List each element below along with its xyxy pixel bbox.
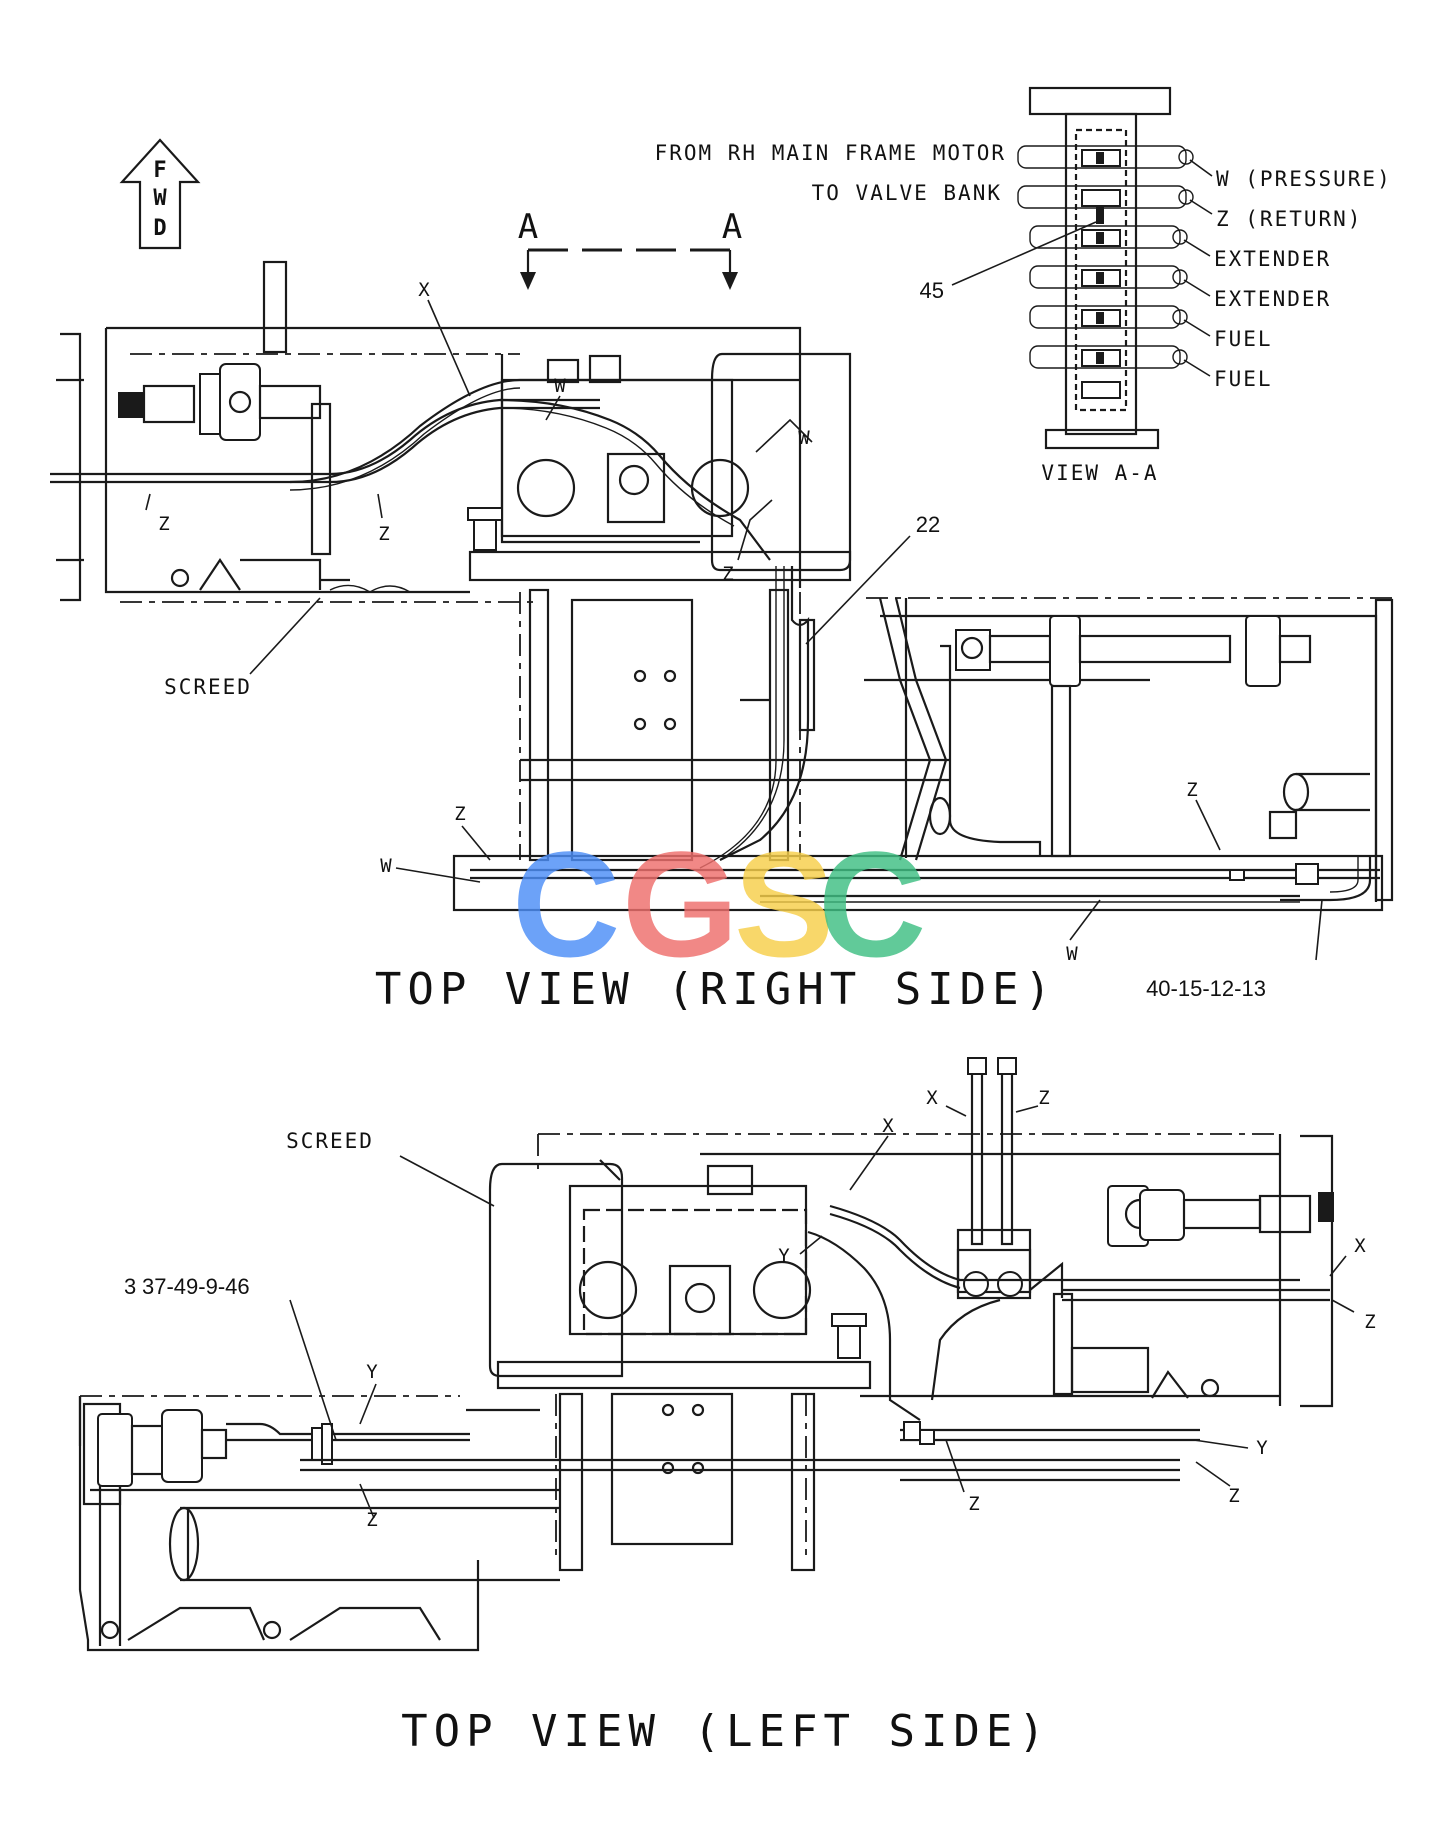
label-x-right: X [418,279,430,301]
label-z-left-5: Z [968,1493,979,1515]
label-z-left-1: Z [366,1509,377,1531]
right-side-drawing: X W W Z Z Z SCREED 22 Z W Z W 40-15-12-1… [50,260,1396,1001]
label-y-left-3: Y [1256,1437,1268,1459]
view-aa-title: VIEW A-A [1041,461,1158,485]
arrow-letter-w: W [153,186,167,211]
label-y-left-2: Y [778,1245,790,1267]
forward-arrow-icon: F W D [119,138,201,250]
callout-40-15-12-13: 40-15-12-13 [1146,976,1266,1001]
label-screed-right: SCREED [164,675,252,699]
label-z-right-5: Z [1186,779,1197,801]
label-w-right-3: W [380,855,392,877]
label-y-left-1: Y [366,1361,378,1383]
left-side-drawing: SCREED 3 37-49-9-46 Y Z X Z X Y X Z Y Z … [78,1057,1376,1652]
label-z-right-3: Z [722,563,733,585]
callout-45: 45 [920,278,944,303]
view-aa-valve-bank: W (PRESSURE) Z (RETURN) EXTENDER EXTENDE… [655,86,1392,485]
port-label-extender-2: EXTENDER [1214,287,1331,311]
callout-22: 22 [916,512,940,537]
watermark-letter-s: S [734,820,834,988]
label-w-right-4: W [1066,943,1078,965]
watermark-logo: C G S C [512,820,926,988]
section-mark-right: A [722,207,742,247]
watermark-letter-g: G [622,820,739,988]
port-label-fuel-2: FUEL [1214,367,1273,391]
label-screed-left: SCREED [286,1129,374,1153]
label-z-right-1: Z [158,513,169,535]
label-z-right-2: Z [378,523,389,545]
section-mark-left: A [518,207,538,247]
header-from-rh-main-frame-motor: FROM RH MAIN FRAME MOTOR [655,141,1006,165]
watermark-letter-c1: C [512,820,620,988]
label-w-right-2: W [798,427,810,449]
arrow-letter-f: F [153,158,166,183]
section-cut-line: A A [518,207,742,290]
label-z-right-4: Z [454,803,465,825]
label-z-left-3: Z [1364,1311,1375,1333]
label-x-left-1: X [926,1087,938,1109]
port-label-fuel-1: FUEL [1214,327,1273,351]
arrow-letter-d: D [153,216,166,241]
label-z-left-4: Z [1228,1485,1239,1507]
label-x-left-3: X [1354,1235,1366,1257]
title-right-side: TOP VIEW (RIGHT SIDE) [375,964,1057,1015]
label-x-left-2: X [882,1115,894,1137]
callout-37-49-9-46: 37-49-9-46 [142,1274,250,1299]
port-label-z-return: Z (RETURN) [1216,207,1362,231]
title-left-side: TOP VIEW (LEFT SIDE) [401,1706,1051,1757]
header-to-valve-bank: TO VALVE BANK [812,181,1002,205]
watermark-letter-c2: C [818,820,926,988]
label-w-right-1: W [554,375,566,397]
port-label-w-pressure: W (PRESSURE) [1216,167,1392,191]
callout-37-prefix: 3 [124,1274,136,1299]
label-z-left-2: Z [1038,1087,1049,1109]
port-label-extender-1: EXTENDER [1214,247,1331,271]
